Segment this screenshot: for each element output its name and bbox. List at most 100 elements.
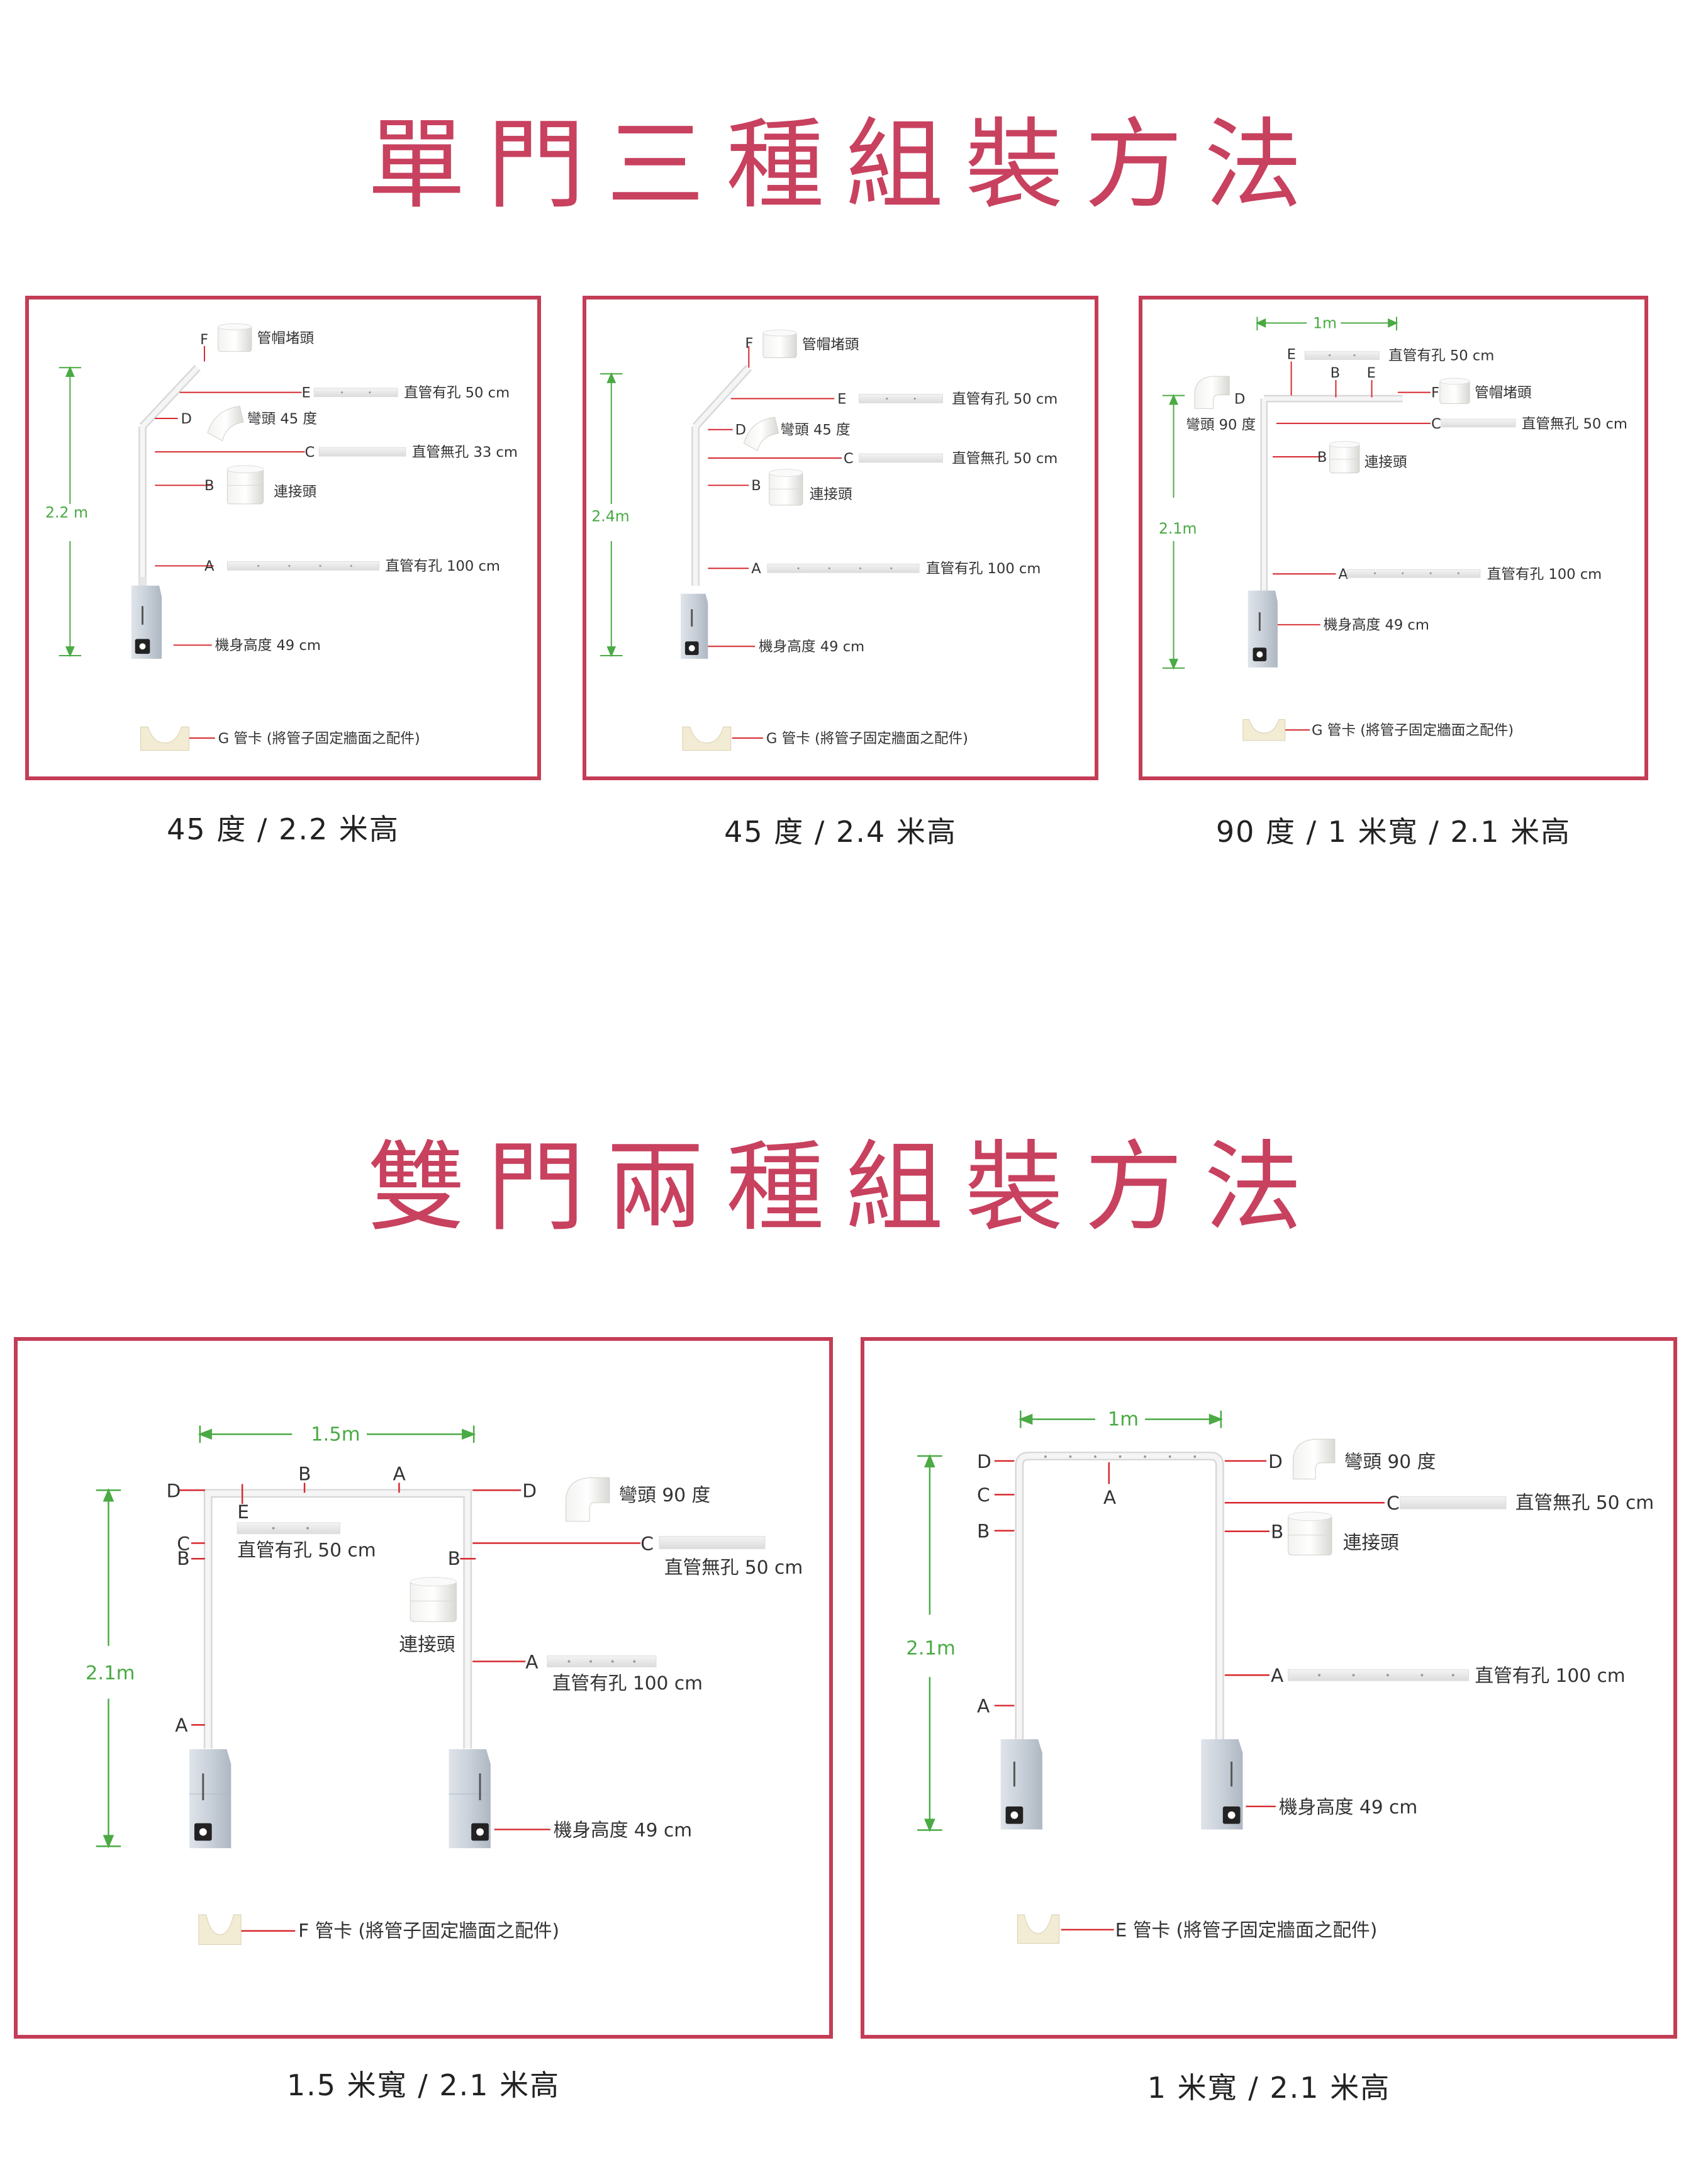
letter-a-top: A <box>393 1463 406 1485</box>
connector-label: 連接頭 <box>1365 454 1407 471</box>
connector-part <box>226 465 264 505</box>
pipe-holes-100-label: 直管有孔 100 cm <box>926 561 1041 577</box>
letter-b-right: B <box>448 1547 460 1569</box>
connector-part <box>769 469 803 506</box>
pipe-holes-100-label: 直管有孔 100 cm <box>1487 566 1602 583</box>
letter-e-top: E <box>1287 347 1296 363</box>
cap-part <box>762 329 797 359</box>
pipe-noholes-50-label: 直管無孔 50 cm <box>952 451 1058 467</box>
pipe-holes-100-label: 直管有孔 100 cm <box>552 1672 703 1694</box>
letter-b: B <box>751 478 761 494</box>
clip-part <box>682 726 732 751</box>
connector-part <box>1329 440 1360 474</box>
height-dimension <box>59 366 82 658</box>
elbow90-label: 彎頭 90 度 <box>1344 1450 1436 1472</box>
pipe-holes-50-label: 直管有孔 50 cm <box>237 1538 376 1560</box>
humidifier-body-right <box>1201 1739 1243 1830</box>
caption-panel-4: 1.5 米寬 / 2.1 米高 <box>286 2068 561 2102</box>
height-dimension <box>96 1488 121 1849</box>
clip-part <box>198 1914 242 1946</box>
assembled-frame <box>1015 1452 1224 1740</box>
clip-label: G 管卡 (將管子固定牆面之配件) <box>766 731 968 747</box>
clip-label: E 管卡 (將管子固定牆面之配件) <box>1115 1919 1378 1941</box>
letter-d-left: D <box>166 1479 181 1501</box>
pipe-holes-100-part <box>226 561 380 571</box>
width-label: 1m <box>1313 314 1337 332</box>
connector-label: 連接頭 <box>810 486 852 503</box>
letter-a-left: A <box>175 1714 188 1736</box>
pipe-noholes-33-label: 直管無孔 33 cm <box>412 444 518 461</box>
elbow90-part <box>1293 1438 1336 1480</box>
assembled-pipe <box>138 364 201 586</box>
connector-part <box>410 1577 457 1622</box>
assembled-frame <box>203 1489 472 1749</box>
elbow90-label: 彎頭 90 度 <box>619 1484 711 1506</box>
elbow45-label: 彎頭 45 度 <box>247 411 317 427</box>
letter-d-left: D <box>977 1450 991 1472</box>
letter-e-mid: E <box>1367 365 1376 381</box>
double-door-title: 雙門兩種組裝方法 <box>367 1130 1324 1245</box>
letter-c: C <box>1431 416 1441 432</box>
pipe-noholes-50-label: 直管無孔 50 cm <box>664 1556 803 1578</box>
height-label: 2.2 m <box>45 504 88 522</box>
letter-b-left: B <box>177 1547 189 1569</box>
humidifier-body <box>681 593 708 659</box>
height-label: 2.1m <box>86 1662 135 1684</box>
body-height-label: 機身高度 49 cm <box>1324 617 1429 634</box>
pipe-noholes-50-label: 直管無孔 50 cm <box>1515 1491 1654 1513</box>
clip-part <box>140 726 189 751</box>
clip-part <box>1017 1914 1060 1944</box>
elbow90-label: 彎頭 90 度 <box>1186 417 1256 434</box>
letter-d-right: D <box>522 1479 537 1501</box>
connector-part <box>1288 1511 1332 1555</box>
height-dimension <box>1162 394 1185 670</box>
width-label: 1.5m <box>311 1423 360 1445</box>
letter-b: B <box>1317 449 1327 466</box>
letter-f: F <box>1431 385 1439 401</box>
pipe-noholes-50-label: 直管無孔 50 cm <box>1522 416 1627 432</box>
letter-a: A <box>751 561 761 577</box>
humidifier-body-left <box>189 1749 232 1849</box>
letter-a: A <box>204 558 215 574</box>
pipe-holes-100-part <box>1346 569 1481 578</box>
letter-b-top: B <box>1331 365 1341 381</box>
height-label: 2.1m <box>1159 520 1197 537</box>
letter-a: A <box>1338 566 1348 583</box>
letter-b-top: B <box>298 1463 311 1485</box>
letter-b: B <box>204 478 215 494</box>
caption-panel-1: 45 度 / 2.2 米高 <box>167 812 399 846</box>
diagram-1m-21m: 1m 2.1m <box>906 1409 1654 1944</box>
width-dimension <box>1018 1410 1224 1428</box>
height-label: 2.4m <box>591 507 630 525</box>
letter-e: E <box>837 391 846 407</box>
elbow45-part <box>207 405 244 442</box>
letter-a-top: A <box>1103 1486 1117 1508</box>
letter-c: C <box>844 451 854 467</box>
elbow90-part <box>566 1477 610 1522</box>
letter-b-left: B <box>977 1520 990 1542</box>
clip-label: G 管卡 (將管子固定牆面之配件) <box>1312 722 1514 739</box>
pipe-holes-50-label: 直管有孔 50 cm <box>1388 347 1494 364</box>
connector-label: 連接頭 <box>274 484 316 500</box>
letter-d: D <box>1234 391 1245 407</box>
letter-d: D <box>181 411 192 427</box>
cap-part <box>218 323 252 352</box>
cap-label: 管帽堵頭 <box>1475 385 1532 401</box>
pipe-holes-50-label: 直管有孔 50 cm <box>952 391 1058 407</box>
humidifier-body-left <box>1000 1739 1042 1830</box>
letter-a-right: A <box>525 1650 539 1672</box>
letter-c-left: C <box>977 1484 990 1506</box>
width-label: 1m <box>1108 1409 1139 1431</box>
body-height-label: 機身高度 49 cm <box>1279 1796 1417 1818</box>
panel-45deg-22m: 2.2 m F E D C <box>25 296 541 780</box>
pipe-holes-50-label: 直管有孔 50 cm <box>404 385 510 401</box>
letter-a-right: A <box>1271 1664 1284 1686</box>
letter-a-left: A <box>977 1695 990 1717</box>
pipe-noholes-50-part <box>1400 1496 1507 1509</box>
cap-part <box>1439 378 1470 404</box>
letter-c-right: C <box>640 1532 654 1554</box>
leader-lines <box>155 345 305 739</box>
pipe-holes-100-part <box>547 1655 657 1667</box>
letter-f: F <box>745 335 753 352</box>
panel-1m-21m: 1m 2.1m <box>861 1337 1677 2039</box>
